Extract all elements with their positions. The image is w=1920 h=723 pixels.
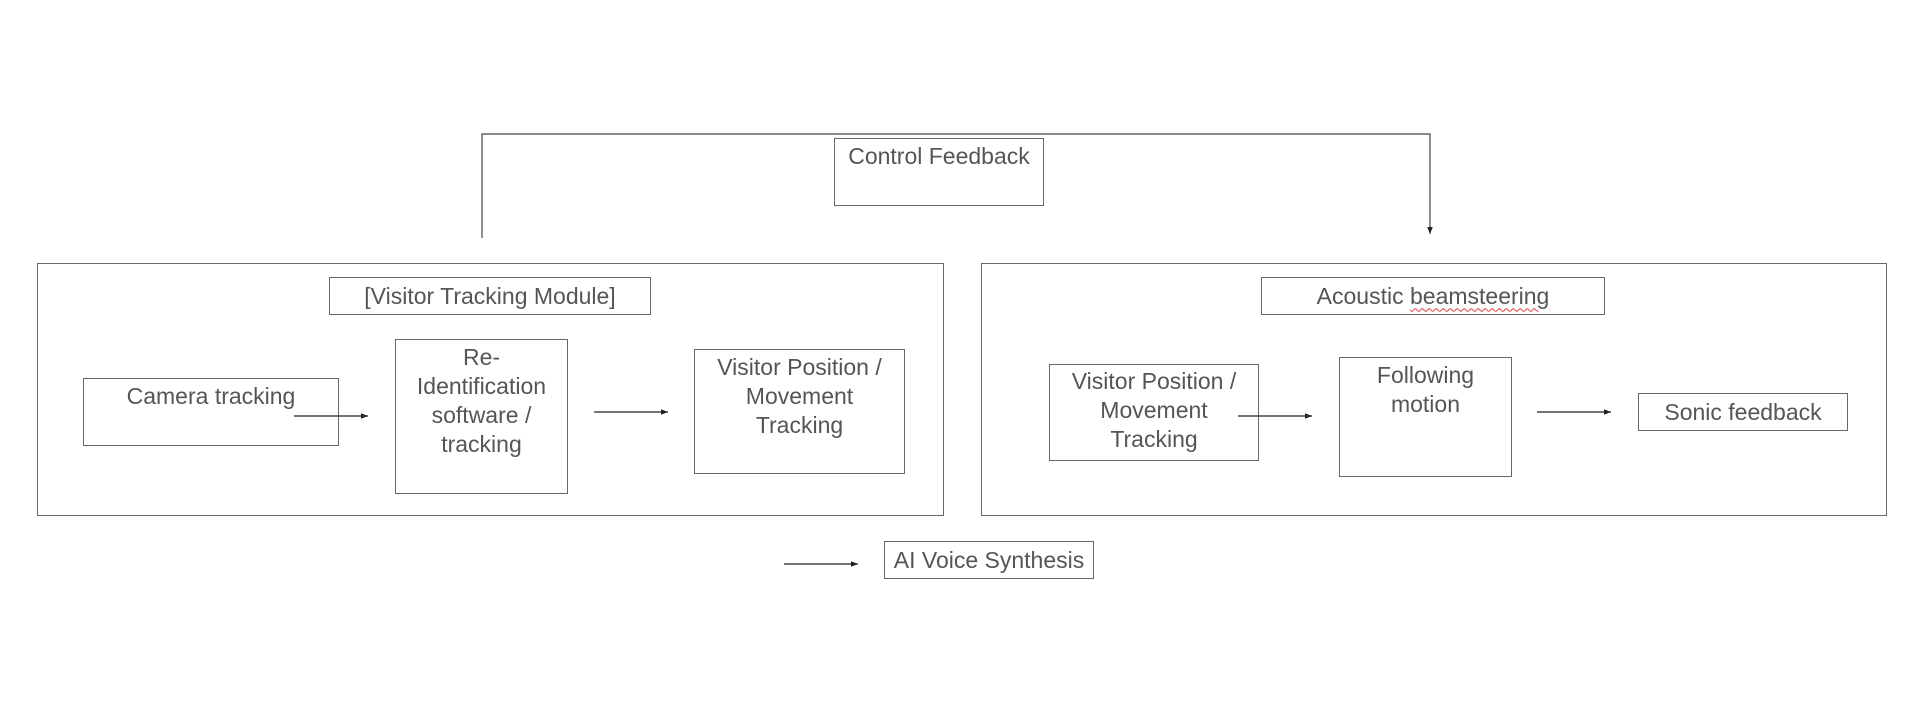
tracking-module-title: [Visitor Tracking Module] <box>364 282 616 309</box>
beamsteering-module-title: Acoustic beamsteering <box>1261 277 1605 315</box>
visitor-position-tracking-label-right: Visitor Position / Movement Tracking <box>1071 368 1237 452</box>
beamsteering-title-prefix: Acoustic <box>1316 282 1410 309</box>
visitor-position-tracking-box-right <box>1049 364 1259 461</box>
camera-tracking-box <box>83 378 339 446</box>
sonic-feedback-label: Sonic feedback <box>1664 398 1822 425</box>
reidentification-box <box>395 339 568 494</box>
control-feedback-label: Control Feedback <box>848 143 1030 169</box>
visitor-position-tracking-box-left <box>694 349 905 474</box>
beamsteering-module-title-box <box>1261 277 1605 315</box>
ai-voice-synthesis-label: AI Voice Synthesis <box>893 546 1085 573</box>
camera-tracking-label: Camera tracking <box>126 383 296 409</box>
following-motion-box <box>1339 357 1512 477</box>
following-motion-label: Following motion <box>1376 362 1475 417</box>
visitor-tracking-module-container <box>37 263 944 516</box>
reidentification-label: Re- Identification software / tracking <box>416 344 547 457</box>
tracking-module-title-box <box>329 277 651 315</box>
sonic-feedback-box <box>1638 393 1848 431</box>
beamsteering-title-word: beamsteering <box>1409 282 1550 309</box>
visitor-position-tracking-label-left: Visitor Position / Movement Tracking <box>717 354 882 438</box>
acoustic-beamsteering-module-container <box>981 263 1887 516</box>
ai-voice-synthesis-box <box>884 541 1094 579</box>
